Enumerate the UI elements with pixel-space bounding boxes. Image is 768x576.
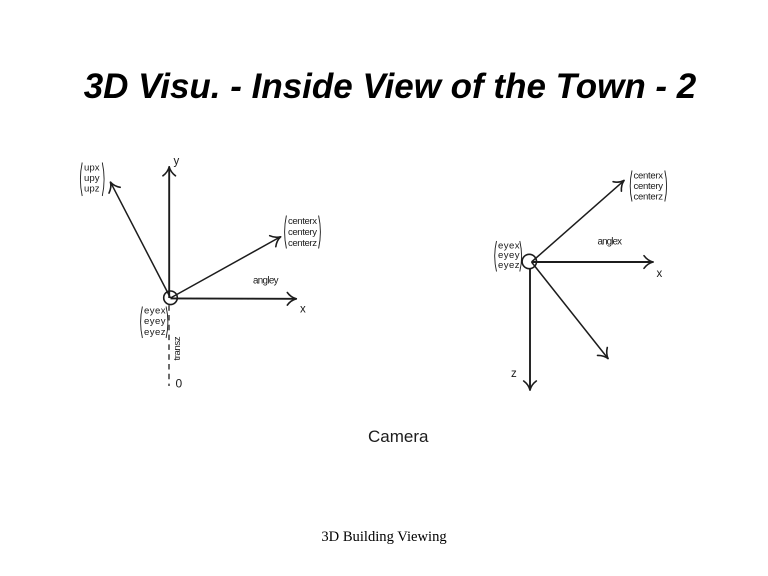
svg-text:0: 0 (176, 377, 183, 391)
svg-text:z: z (511, 368, 517, 380)
svg-text:centerz: centerz (634, 192, 664, 203)
svg-text:y: y (174, 156, 180, 168)
svg-text:centerx: centerx (634, 171, 664, 182)
svg-text:eyey: eyey (144, 316, 166, 327)
svg-text:eyez: eyez (498, 260, 520, 271)
svg-text:transz: transz (172, 336, 183, 360)
svg-text:upy: upy (84, 173, 100, 184)
svg-text:eyex: eyex (498, 241, 520, 252)
svg-text:centerz: centerz (288, 238, 317, 249)
svg-text:upz: upz (84, 184, 100, 195)
svg-text:upx: upx (84, 163, 100, 174)
svg-text:x: x (300, 304, 306, 316)
svg-text:angley: angley (253, 275, 279, 286)
svg-text:eyez: eyez (144, 327, 166, 338)
svg-text:x: x (657, 268, 663, 280)
svg-text:centery: centery (634, 181, 664, 192)
svg-text:centery: centery (288, 227, 317, 238)
svg-text:eyex: eyex (144, 306, 166, 317)
svg-text:eyey: eyey (498, 250, 520, 261)
svg-text:centerx: centerx (288, 216, 317, 227)
svg-text:anglex: anglex (598, 236, 623, 247)
